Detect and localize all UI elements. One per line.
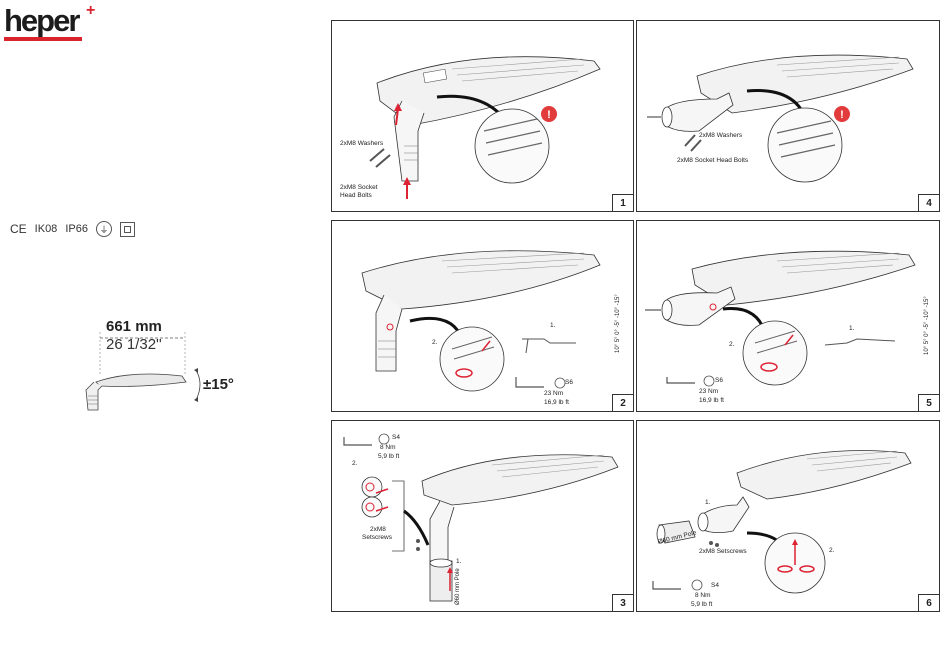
bolts-label-line2: Head Bolts: [340, 192, 372, 199]
setscrews-label-line1: 2xM8: [370, 526, 386, 533]
washers-label: 2xM8 Washers: [699, 132, 743, 139]
ip-rating: IP66: [65, 223, 88, 235]
sub-step-1: 1.: [705, 499, 711, 506]
instruction-panel-2: 1. 2. S6 23 Nm 16,9 lb ft 10° 5° 0° -5° …: [331, 220, 634, 412]
tool-size: S6: [715, 377, 723, 384]
tilt-angles: 10° 5° 0° -5° -10° -15°: [924, 296, 930, 355]
svg-text:!: !: [547, 109, 551, 121]
torque-nm: 8 Nm: [380, 444, 396, 451]
washers-label: 2xM8 Washers: [340, 140, 384, 147]
class-ii-icon: [119, 221, 135, 237]
instruction-panel-4: ! 2xM8 Washers 2xM8 Socket Head Bolts 4: [636, 20, 940, 212]
sub-step-2: 2.: [352, 460, 358, 467]
panel-5-illustration: [645, 250, 916, 387]
torque-nm: 8 Nm: [695, 592, 711, 599]
instruction-panel-1: ! 2xM8 Washers 2xM8 Socket Head Bolts 1: [331, 20, 634, 212]
tilt-angle-label: ±15°: [203, 376, 234, 393]
panel-6-illustration: [652, 450, 912, 594]
step-number: 6: [918, 594, 939, 611]
torque-lbft: 5,9 lb ft: [378, 453, 400, 460]
ik-rating: IK08: [34, 223, 58, 235]
tool-size: S4: [392, 434, 400, 441]
length-inch-label: 26 1/32'': [106, 336, 162, 353]
tilt-angles: 10° 5° 0° -5° -10° -15°: [615, 294, 621, 353]
length-mm-label: 661 mm: [106, 318, 162, 335]
setscrews-label-line2: Setscrews: [362, 534, 392, 541]
sub-step-2: 2.: [729, 341, 735, 348]
dimension-drawing: 661 mm 26 1/32'' ±15°: [70, 318, 270, 418]
step-number: 1: [612, 194, 633, 211]
svg-text:!: !: [840, 109, 844, 121]
certification-row: CE IK08 IP66 ⏚: [10, 219, 135, 239]
step-number: 4: [918, 194, 939, 211]
instruction-panel-5: 1. 2. S6 23 Nm 16,9 lb ft 10° 5° 0° -5° …: [636, 220, 940, 412]
logo-wordmark: heper: [4, 3, 80, 38]
torque-lbft: 5,9 lb ft: [691, 601, 713, 608]
setscrews-label: 2xM8 Setscrews: [699, 548, 747, 555]
tool-size: S6: [565, 379, 573, 386]
instruction-panel-6: 1. 2. Ø60 mm Pole 2xM8 Setscrews S4 8 Nm…: [636, 420, 940, 612]
panel-4-illustration: !: [647, 54, 914, 183]
panel-3-illustration: [343, 433, 619, 602]
sub-step-2: 2.: [829, 547, 835, 554]
panel-1-illustration: !: [369, 56, 601, 199]
step-number: 5: [918, 394, 939, 411]
torque-lbft: 16,9 lb ft: [699, 397, 724, 404]
torque-nm: 23 Nm: [544, 390, 564, 397]
panel-2-illustration: [361, 250, 601, 392]
pole-label: Ø60 mm Pole: [455, 568, 461, 605]
sub-step-1: 1.: [550, 322, 556, 329]
sub-step-1: 1.: [456, 558, 462, 565]
logo-underline: [4, 37, 82, 41]
sub-step-1: 1.: [849, 325, 855, 332]
ce-mark: CE: [10, 222, 27, 236]
bolts-label-line1: 2xM8 Socket: [340, 184, 378, 191]
sub-step-2: 2.: [432, 339, 438, 346]
logo-plus-mark: +: [86, 2, 96, 19]
ground-symbol-icon: ⏚: [95, 221, 112, 237]
brand-logo: heper +: [4, 2, 114, 44]
step-number: 3: [612, 594, 633, 611]
step-number: 2: [612, 394, 633, 411]
dimension-lines: [85, 332, 201, 411]
tool-size: S4: [711, 582, 719, 589]
torque-lbft: 16,9 lb ft: [544, 399, 569, 406]
torque-nm: 23 Nm: [699, 388, 719, 395]
bolts-label: 2xM8 Socket Head Bolts: [677, 157, 749, 164]
instruction-panel-3: S4 8 Nm 5,9 lb ft 2. 1. 2xM8 Setscrews Ø…: [331, 420, 634, 612]
